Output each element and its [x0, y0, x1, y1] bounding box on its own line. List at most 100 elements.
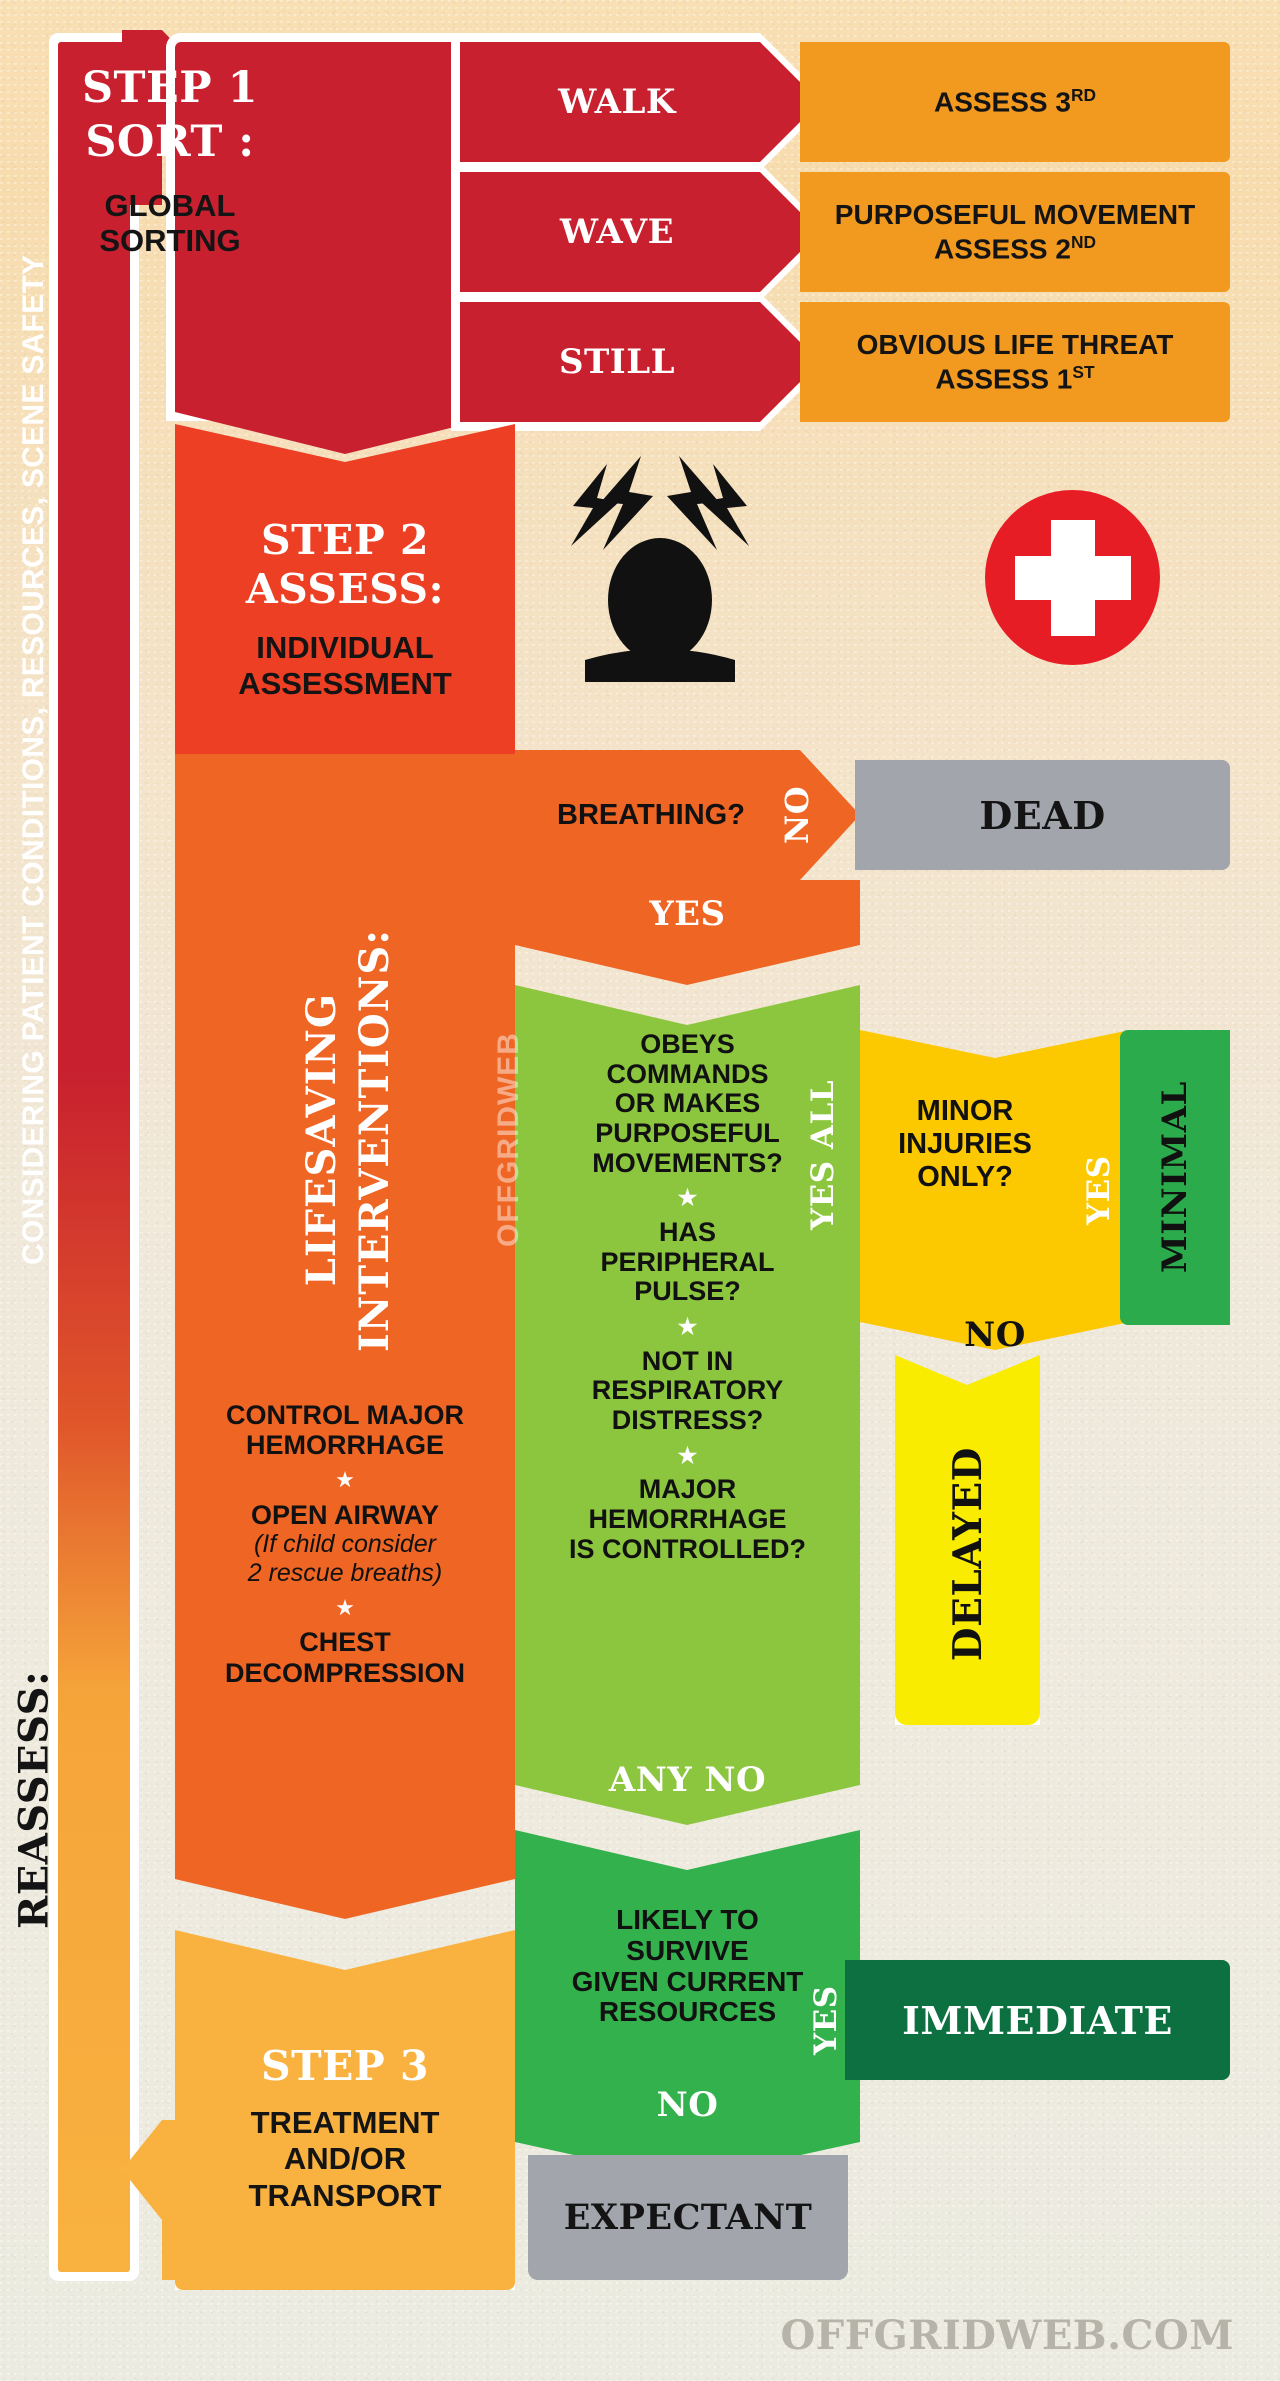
breathing-no-label: NO — [778, 785, 816, 845]
lifesaving-title-line1: LIFESAVING — [298, 993, 345, 1287]
any-no-label: ANY NO — [608, 1760, 767, 1800]
result-still-line1: OBVIOUS LIFE THREAT — [856, 329, 1174, 361]
result-wave-line1: PURPOSEFUL MOVEMENT — [834, 199, 1196, 231]
step1-body-line1: GLOBAL — [104, 187, 236, 223]
branch-still[interactable]: STILL — [460, 302, 820, 422]
green-bullet-1: ★ — [677, 1185, 698, 1211]
step1-content: STEP 1 SORT : GLOBAL SORTING — [0, 0, 340, 370]
step3-body-line2: AND/OR — [283, 2141, 407, 2177]
step3-title: STEP 3 — [260, 2041, 429, 2090]
branch-wave[interactable]: WAVE — [460, 172, 820, 292]
survive-question: LIKELY TO SURVIVE GIVEN CURRENT RESOURCE… — [520, 1904, 855, 2028]
survive-q-line4: RESOURCES — [598, 1996, 777, 2028]
step1-subtitle: SORT : — [85, 116, 255, 167]
result-wave-line2: ASSESS 2 — [933, 233, 1071, 265]
green-bullet-2: ★ — [677, 1314, 698, 1340]
reassess-label: REASSESS: — [10, 1670, 58, 1930]
minor-q-line1: MINOR — [916, 1095, 1014, 1127]
breathing-question-box: BREATHING? — [515, 750, 860, 880]
breathing-question: BREATHING? — [557, 798, 745, 831]
outcome-minimal: MINIMAL — [1120, 1030, 1230, 1325]
minor-yes-label: YES — [1081, 1155, 1117, 1225]
minor-q-line3: ONLY? — [917, 1160, 1013, 1193]
result-wave-sup: ND — [1070, 231, 1097, 252]
outcome-dead: DEAD — [855, 760, 1230, 870]
q3-line3: DISTRESS? — [611, 1405, 764, 1436]
minor-injuries-question: MINOR INJURIES ONLY? — [865, 1095, 1065, 1193]
survive-panel — [515, 1830, 860, 2180]
step2-panel — [175, 424, 515, 754]
q3-line1: NOT IN — [641, 1345, 734, 1376]
outcome-immediate: IMMEDIATE — [845, 1960, 1230, 2080]
step2-body: INDIVIDUAL ASSESSMENT — [238, 630, 452, 702]
lifesaving-bullet-2: ★ — [335, 1594, 355, 1620]
step2-title: STEP 2 — [260, 515, 429, 564]
q4-line3: IS CONTROLLED? — [569, 1533, 806, 1564]
result-still-line2: ASSESS 1 — [935, 363, 1073, 395]
result-wave: PURPOSEFUL MOVEMENT ASSESS 2ND — [800, 172, 1230, 292]
q4-line1: MAJOR — [638, 1474, 737, 1505]
step3-body-line1: TREATMENT — [250, 2104, 440, 2140]
q1-line1: OBEYS — [640, 1029, 735, 1059]
step1-body: GLOBAL SORTING — [99, 188, 240, 260]
lifesaving-item1-line2: HEMORRHAGE — [245, 1430, 444, 1461]
medical-cross-icon — [985, 490, 1160, 665]
result-still: OBVIOUS LIFE THREAT ASSESS 1ST — [800, 302, 1230, 422]
step1-body-line2: SORTING — [99, 223, 241, 259]
step2-subtitle: ASSESS: — [245, 565, 445, 614]
step3-body-line3: TRANSPORT — [248, 2177, 442, 2213]
shock-head-icon — [571, 456, 749, 682]
branch-still-label: STILL — [558, 342, 676, 382]
q1-line5: MOVEMENTS? — [592, 1147, 783, 1178]
q2-line3: PULSE? — [634, 1276, 741, 1307]
step3-content: STEP 3 TREATMENT AND/OR TRANSPORT — [175, 1930, 515, 2290]
branch-wave-label: WAVE — [559, 212, 675, 252]
q4-line2: HEMORRHAGE — [588, 1504, 787, 1535]
reassess-side-bar — [58, 42, 130, 2272]
green-bullet-3: ★ — [677, 1442, 698, 1468]
branch-walk[interactable]: WALK — [460, 42, 820, 162]
assessment-green-panel — [515, 985, 860, 1825]
step2-body-line1: INDIVIDUAL — [256, 630, 434, 666]
result-walk-text: ASSESS 3 — [933, 86, 1071, 118]
lifesaving-note-line2: 2 rescue breaths) — [247, 1559, 443, 1588]
outcome-expectant: EXPECTANT — [528, 2155, 848, 2280]
step2-content: STEP 2 ASSESS: INDIVIDUAL ASSESSMENT — [175, 424, 515, 754]
lifesaving-item1-line1: CONTROL MAJOR — [225, 1400, 464, 1430]
q1-line3: OR MAKES — [614, 1088, 761, 1119]
survive-q-line1: LIKELY TO — [616, 1904, 759, 1935]
result-walk: ASSESS 3RD — [800, 42, 1230, 162]
step3-body: TREATMENT AND/OR TRANSPORT — [249, 2105, 442, 2215]
result-walk-sup: RD — [1070, 85, 1097, 106]
outcome-delayed: DELAYED — [944, 1446, 991, 1662]
minor-no-label: NO — [964, 1315, 1026, 1355]
step2-body-line2: ASSESSMENT — [238, 666, 452, 702]
result-still-sup: ST — [1072, 361, 1095, 382]
survive-no-label: NO — [656, 2085, 719, 2125]
q2-line2: PERIPHERAL — [600, 1246, 775, 1277]
assessment-green-questions: OBEYS COMMANDS OR MAKES PURPOSEFUL MOVEM… — [520, 1029, 855, 1564]
lifesaving-title-line2: INTERVENTIONS: — [351, 928, 398, 1352]
minor-injuries-panel — [860, 1030, 1130, 1350]
lifesaving-title: LIFESAVING INTERVENTIONS: — [228, 860, 468, 1420]
q2-line1: HAS — [658, 1217, 716, 1248]
lifesaving-item3-line1: CHEST — [299, 1627, 391, 1658]
outcome-delayed-panel: DELAYED — [895, 1355, 1040, 1725]
site-logo: OFFGRIDWEB.COM — [780, 2312, 1234, 2359]
lifesaving-note-line1: (If child consider — [253, 1530, 437, 1559]
lifesaving-item3-line2: DECOMPRESSION — [224, 1657, 466, 1688]
survive-q-line3: GIVEN CURRENT — [571, 1965, 804, 1997]
breathing-yes-label: YES — [649, 894, 726, 934]
minor-q-line2: INJURIES — [898, 1127, 1032, 1160]
step1-title: STEP 1 — [81, 63, 259, 113]
step3-panel — [175, 1930, 515, 2290]
lifesaving-bullet-1: ★ — [335, 1467, 355, 1493]
lifesaving-panel — [175, 754, 515, 1919]
yes-all-label: YES ALL — [805, 1079, 841, 1231]
q1-line4: PURPOSEFUL — [595, 1118, 780, 1149]
branch-walk-label: WALK — [558, 82, 676, 122]
q1-line2: COMMANDS — [606, 1058, 769, 1089]
q3-line2: RESPIRATORY — [591, 1375, 784, 1406]
lifesaving-item2: OPEN AIRWAY — [250, 1500, 440, 1531]
lifesaving-items: CONTROL MAJOR HEMORRHAGE ★ OPEN AIRWAY (… — [185, 1400, 505, 1688]
